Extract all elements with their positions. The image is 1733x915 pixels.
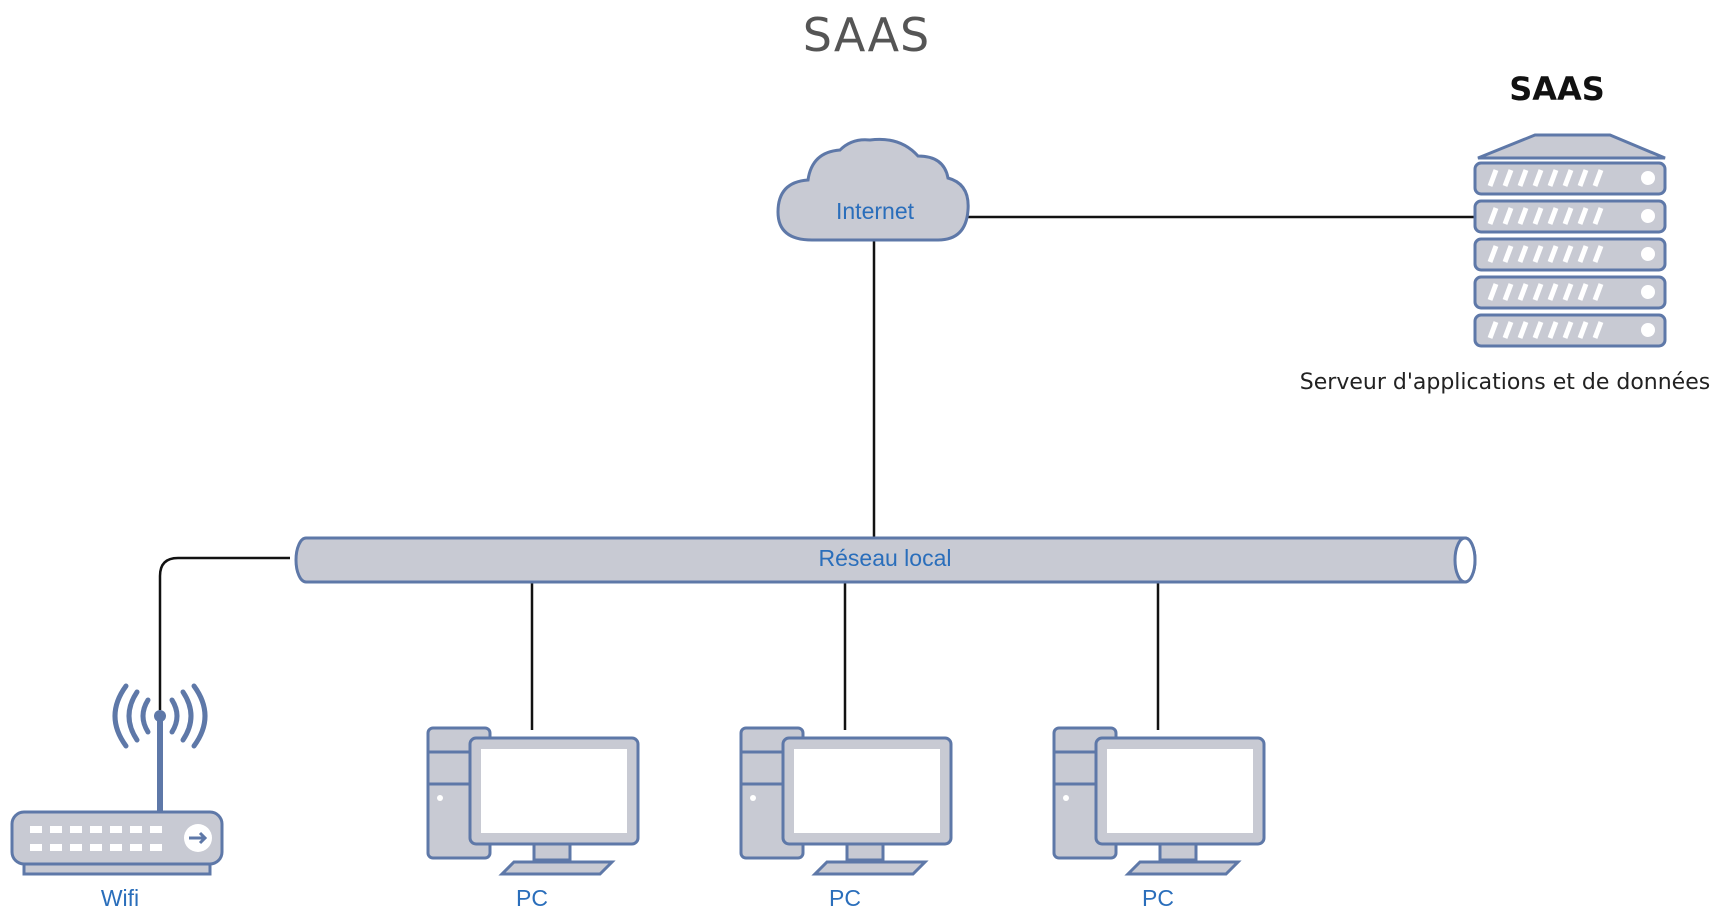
pc-label: PC bbox=[1142, 885, 1174, 911]
local-network-pipe-icon bbox=[294, 536, 1477, 584]
desktop-pc-icon bbox=[1052, 726, 1266, 876]
local-network-label: Réseau local bbox=[818, 545, 952, 571]
cloud-icon bbox=[776, 137, 970, 242]
page-title: SAAS bbox=[802, 8, 931, 62]
pc-label: PC bbox=[829, 885, 861, 911]
link-wifi-lan bbox=[158, 556, 290, 710]
wifi-router-icon bbox=[10, 683, 224, 876]
server-title: SAAS bbox=[1509, 70, 1605, 108]
internet-label: Internet bbox=[836, 198, 914, 224]
server-rack-icon bbox=[1473, 133, 1667, 348]
connection-lines bbox=[158, 215, 1475, 730]
wifi-label: Wifi bbox=[100, 885, 140, 911]
server-caption: Serveur d'applications et de données bbox=[1299, 370, 1711, 395]
desktop-pc-icon bbox=[739, 726, 953, 876]
desktop-pc-icon bbox=[426, 726, 640, 876]
pc-label: PC bbox=[516, 885, 548, 911]
